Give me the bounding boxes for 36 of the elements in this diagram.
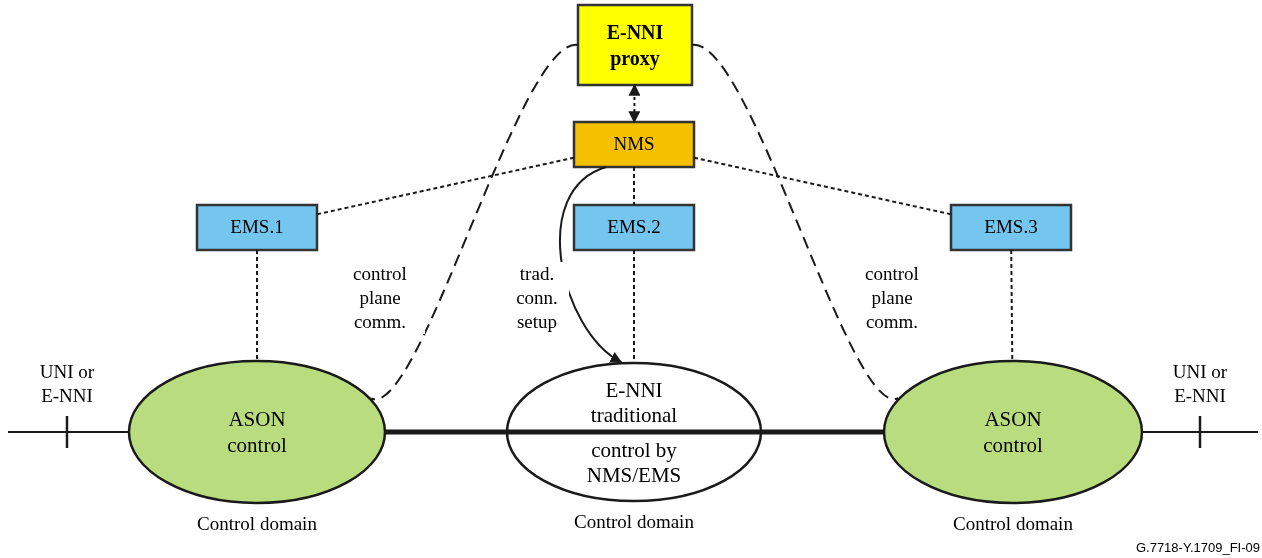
node-text: control by NMS/EMS bbox=[585, 438, 683, 488]
connector-line bbox=[256, 249, 258, 361]
connector-line bbox=[7, 431, 129, 433]
domain-ellipse bbox=[505, 361, 763, 503]
connector-line bbox=[1142, 431, 1259, 433]
node-text: NMS bbox=[613, 132, 655, 157]
domain-caption: Control domain bbox=[196, 512, 318, 536]
ems-box bbox=[949, 203, 1073, 252]
interface-label: UNI or E-NNI bbox=[38, 360, 96, 408]
proxy-box bbox=[576, 3, 694, 87]
node-text: ASON control bbox=[226, 406, 288, 458]
connector-line bbox=[386, 429, 506, 435]
node-text: EMS.3 bbox=[984, 215, 1038, 240]
node-text: E-NNI traditional bbox=[589, 378, 679, 428]
domain-ellipse bbox=[882, 359, 1144, 505]
connector-line bbox=[370, 44, 579, 400]
node-text: EMS.1 bbox=[230, 215, 284, 240]
arrow bbox=[628, 83, 641, 124]
connector-line bbox=[693, 156, 952, 216]
ems-box bbox=[195, 203, 319, 252]
nms-box bbox=[572, 120, 696, 169]
interface-label: UNI or E-NNI bbox=[1171, 360, 1229, 408]
connector-line bbox=[316, 156, 575, 216]
connector-line bbox=[762, 429, 883, 435]
ems-box bbox=[572, 203, 696, 252]
figure-id: G.7718-Y.1709_FI-09 bbox=[1134, 539, 1260, 557]
node-text: ASON control bbox=[982, 406, 1044, 458]
domain-caption: Control domain bbox=[573, 510, 695, 534]
connector-line bbox=[1010, 249, 1014, 361]
connector-line bbox=[633, 166, 635, 206]
node-text: EMS.2 bbox=[607, 215, 661, 240]
domain-ellipse bbox=[127, 359, 387, 505]
arrow bbox=[559, 166, 623, 364]
node-text: E-NNI proxy bbox=[605, 20, 665, 71]
connector-line bbox=[691, 44, 900, 400]
domain-caption: Control domain bbox=[952, 512, 1074, 536]
